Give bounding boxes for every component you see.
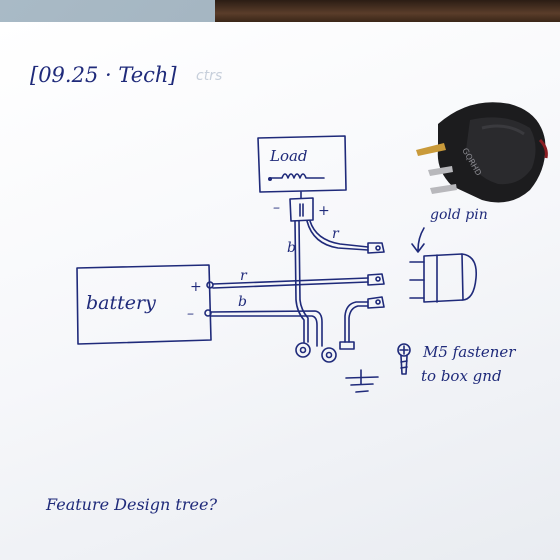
wires: b r r b [210, 220, 369, 347]
load-box: Load [257, 135, 347, 193]
wire-ground-switch [344, 301, 369, 343]
wire-r-label-top: r [332, 226, 340, 242]
load-connector: – + [273, 191, 330, 222]
date-tag: [09.25 · Tech] [30, 63, 177, 87]
battery-plus-label: + [190, 279, 202, 295]
ghost-text: ctrs [196, 68, 222, 84]
ring-terminals [295, 341, 355, 363]
wire-r-battery [212, 277, 369, 285]
battery-box: battery + – [76, 264, 214, 345]
battery-plus-terminal [206, 281, 214, 289]
battery-minus-terminal [204, 309, 212, 317]
battery-label: battery [86, 292, 156, 314]
ring-terminal-2 [321, 347, 337, 363]
m5-fastener: M5 fastener to box gnd [397, 343, 516, 385]
switch-drawing: gold pin [409, 207, 488, 303]
spade-terminals [367, 242, 385, 309]
switch-gold-pin [416, 143, 446, 156]
gold-pin-label: gold pin [430, 207, 488, 223]
wire-r-load [309, 220, 369, 248]
load-label: Load [269, 147, 308, 165]
ring-terminal-1 [295, 342, 311, 358]
footer-note: Feature Design tree? [45, 495, 217, 514]
fastener-label-2: to box gnd [421, 367, 502, 385]
gold-pin-arrow-icon [411, 227, 425, 253]
load-resistor-icon [269, 173, 325, 179]
ground-symbol-icon [345, 369, 379, 393]
gold-pins-drawing [409, 261, 425, 299]
fastener-label-1: M5 fastener [422, 343, 516, 361]
wooden-object-edge [215, 0, 560, 22]
battery-minus-label: – [187, 306, 194, 322]
screw-head-icon [397, 343, 411, 357]
rocker-switch-photo: GQRHD [416, 102, 548, 203]
wire-b-battery [210, 310, 323, 347]
load-plus-label: + [318, 203, 330, 219]
load-terminal-dot [268, 177, 272, 181]
ring-terminal-3 [339, 341, 355, 350]
wire-b-label-top: b [287, 240, 296, 256]
wire-b-load [294, 220, 305, 343]
wire-r-label-mid: r [240, 268, 248, 284]
load-minus-label: – [273, 200, 280, 216]
wire-b-label-mid: b [238, 294, 247, 310]
